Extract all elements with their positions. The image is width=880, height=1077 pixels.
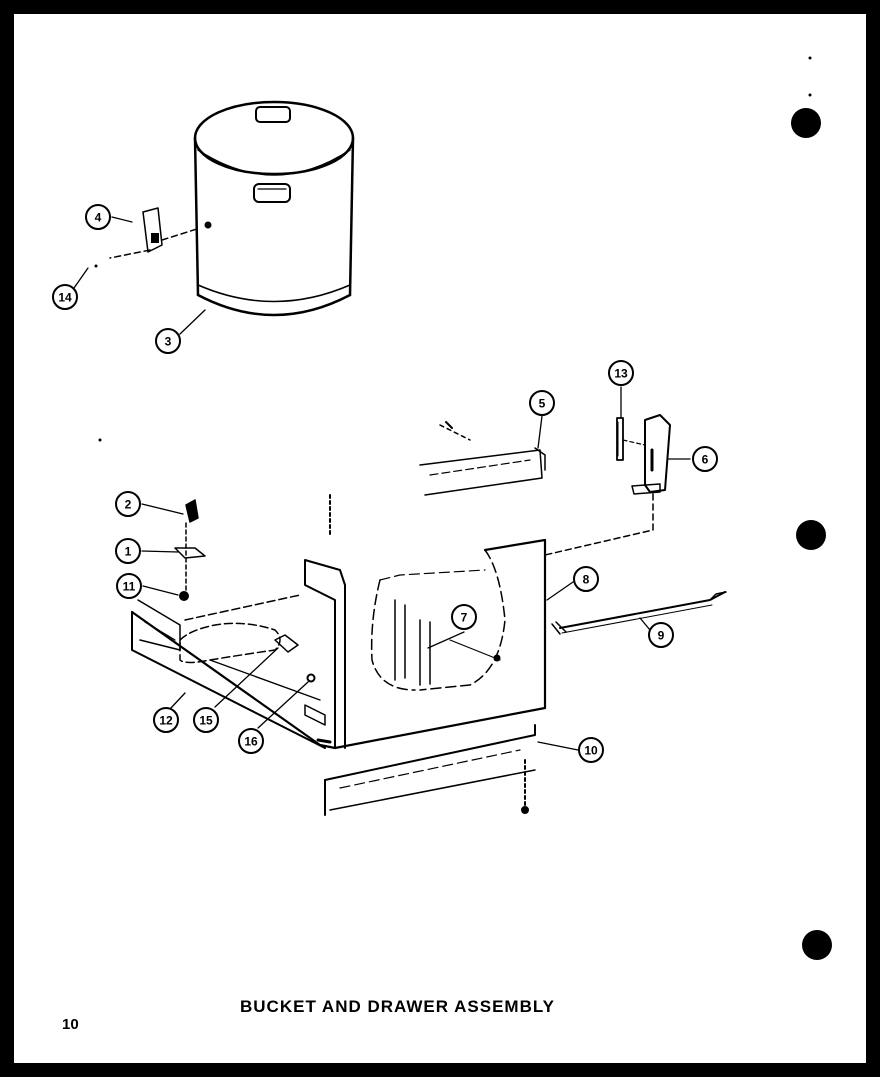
callout-12: 12 — [153, 707, 179, 733]
callout-4: 4 — [85, 204, 111, 230]
callout-circle — [85, 204, 111, 230]
callout-circle — [193, 707, 219, 733]
callout-number: 8 — [583, 573, 590, 587]
callout-15: 15 — [193, 707, 219, 733]
callout-number: 14 — [58, 291, 72, 305]
callout-14: 14 — [52, 284, 78, 310]
callout-13: 13 — [608, 360, 634, 386]
callout-number: 10 — [584, 744, 598, 758]
bucket-bracket — [94, 207, 201, 268]
callout-circle — [155, 328, 181, 354]
callout-1: 1 — [115, 538, 141, 564]
leader-lines — [73, 216, 691, 751]
bucket — [193, 100, 355, 317]
drawer-rod — [551, 591, 727, 635]
callout-circle — [451, 604, 477, 630]
binder-hole-top — [791, 108, 821, 138]
callout-circle — [573, 566, 599, 592]
callout-number: 12 — [159, 714, 173, 728]
callout-10: 10 — [578, 737, 604, 763]
front-trim — [324, 724, 536, 816]
callout-circle — [116, 573, 142, 599]
callout-circle — [608, 360, 634, 386]
callout-6: 6 — [692, 446, 718, 472]
callout-circle — [529, 390, 555, 416]
callout-3: 3 — [155, 328, 181, 354]
callout-8: 8 — [573, 566, 599, 592]
callout-11: 11 — [116, 573, 142, 599]
callout-number: 4 — [95, 211, 102, 225]
callout-circle — [153, 707, 179, 733]
callout-number: 15 — [199, 714, 213, 728]
callout-circle — [648, 622, 674, 648]
callout-number: 7 — [461, 611, 468, 625]
callout-circle — [115, 491, 141, 517]
callout-number: 6 — [702, 453, 709, 467]
callout-number: 3 — [165, 335, 172, 349]
paper-sheet — [14, 14, 866, 1063]
callout-circle — [692, 446, 718, 472]
callout-16: 16 — [238, 728, 264, 754]
page-number: 10 — [62, 1016, 79, 1033]
drawer-latch — [174, 499, 206, 601]
callout-circle — [238, 728, 264, 754]
callout-number: 16 — [244, 735, 258, 749]
callout-number: 11 — [123, 580, 136, 594]
binder-hole-middle — [796, 520, 826, 550]
drawer-side-panel — [130, 594, 337, 750]
callout-number: 5 — [539, 397, 546, 411]
slide-bracket — [544, 414, 671, 556]
callout-9: 9 — [648, 622, 674, 648]
callout-7: 7 — [451, 604, 477, 630]
callout-number: 13 — [614, 367, 628, 381]
callout-number: 1 — [125, 545, 132, 559]
binder-hole-bottom — [802, 930, 832, 960]
drawer-rail-top — [329, 421, 546, 536]
callout-5: 5 — [529, 390, 555, 416]
callout-number: 2 — [125, 498, 132, 512]
callout-circle — [52, 284, 78, 310]
callout-circle — [115, 538, 141, 564]
callout-number: 9 — [658, 629, 665, 643]
diagram-title: BUCKET AND DRAWER ASSEMBLY — [240, 997, 556, 1016]
callout-2: 2 — [115, 491, 141, 517]
drawer-body — [304, 538, 547, 750]
callout-circle — [578, 737, 604, 763]
